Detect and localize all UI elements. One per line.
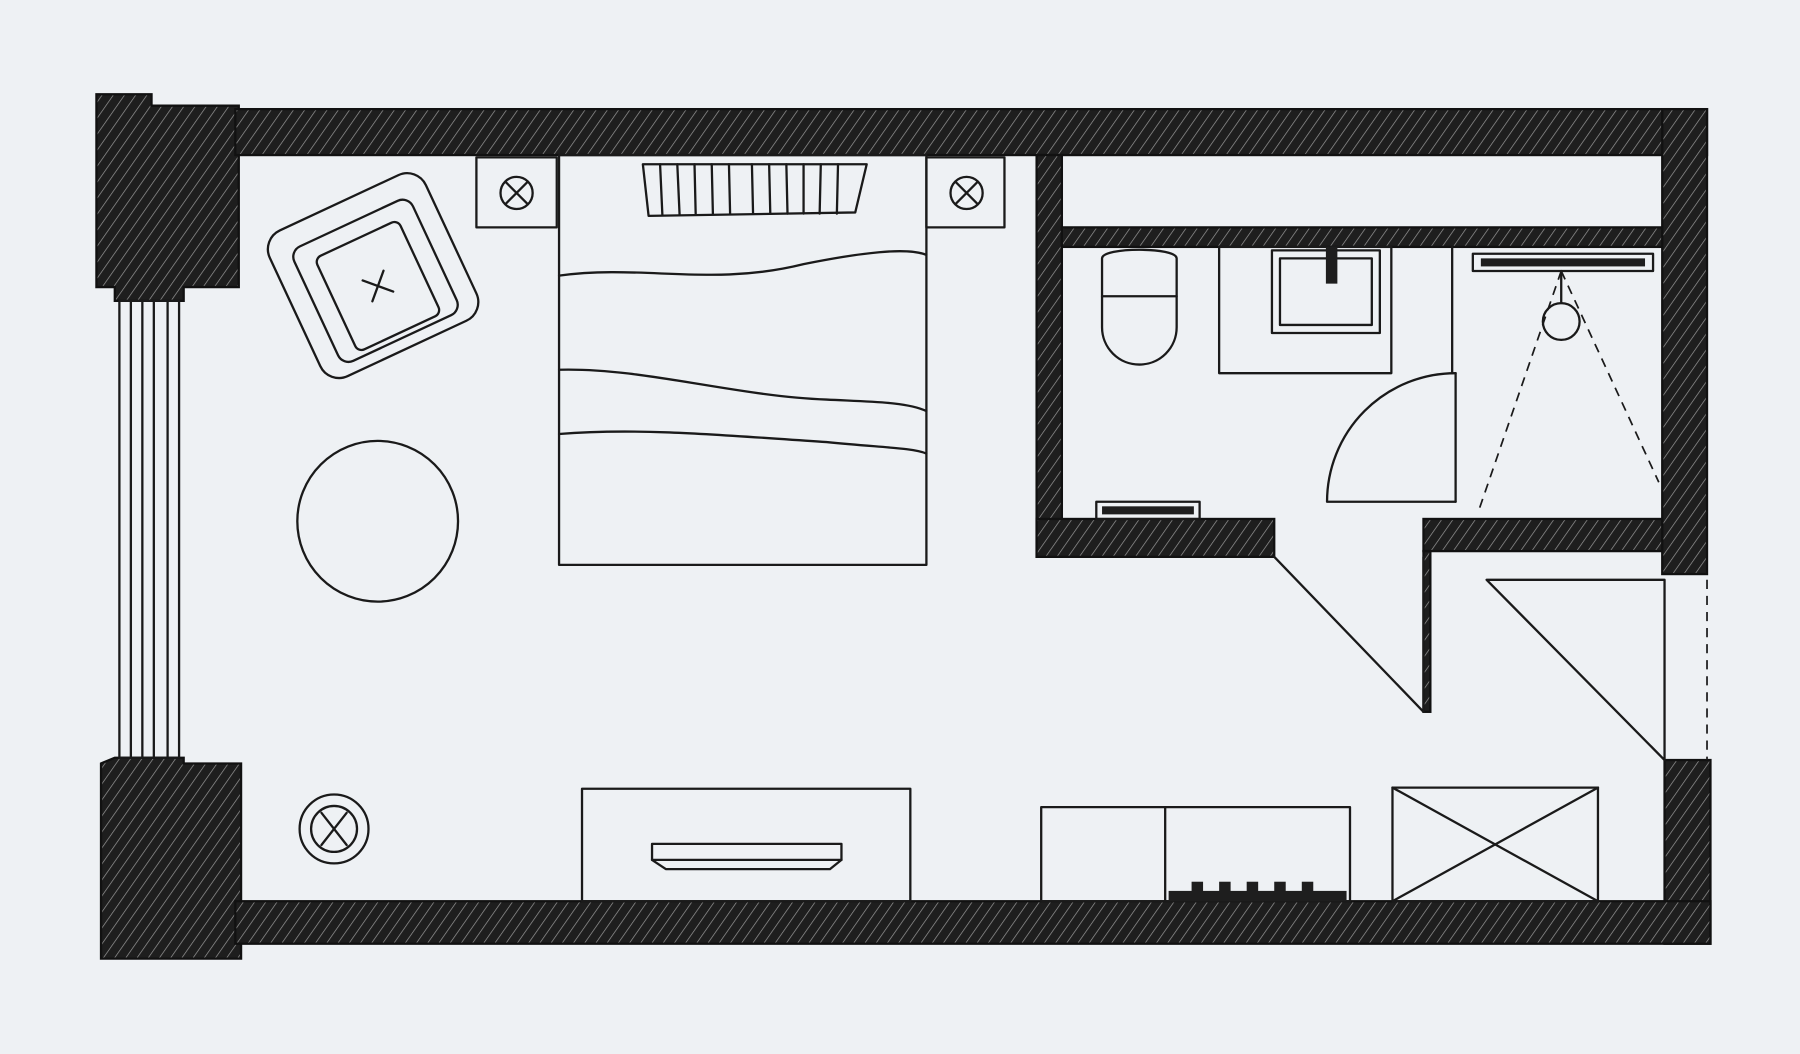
pillows	[658, 163, 840, 216]
window	[118, 299, 181, 759]
entrance-door	[1485, 578, 1708, 762]
tv-desk	[580, 787, 912, 903]
wall-bathroom-bottom-left	[1035, 517, 1276, 558]
wall-bottom	[234, 900, 1712, 945]
toilet	[1100, 248, 1178, 366]
wall-bathroom-left	[1035, 153, 1064, 558]
wall-bathroom-bottom-right	[1422, 517, 1664, 553]
walls	[95, 93, 1712, 960]
tv	[650, 842, 843, 862]
radiator	[1095, 500, 1201, 521]
shower	[1451, 245, 1660, 512]
wardrobe	[1391, 786, 1600, 903]
nightstand-left	[475, 156, 558, 229]
lamp-icon	[499, 175, 534, 211]
sink	[1217, 245, 1393, 375]
wall-top	[234, 107, 1709, 157]
lamp-icon	[949, 175, 984, 211]
floor-lamp	[298, 793, 370, 865]
bed	[557, 153, 928, 567]
wall-left-lower	[99, 756, 243, 960]
bathroom-door	[1325, 372, 1457, 503]
room-door	[1273, 555, 1425, 713]
round-table	[296, 439, 460, 603]
wall-right-upper	[1661, 107, 1709, 576]
wall-left-upper	[95, 93, 240, 303]
armchair	[266, 172, 480, 380]
dresser	[1040, 805, 1352, 903]
wall-bathroom-top	[1060, 226, 1664, 249]
